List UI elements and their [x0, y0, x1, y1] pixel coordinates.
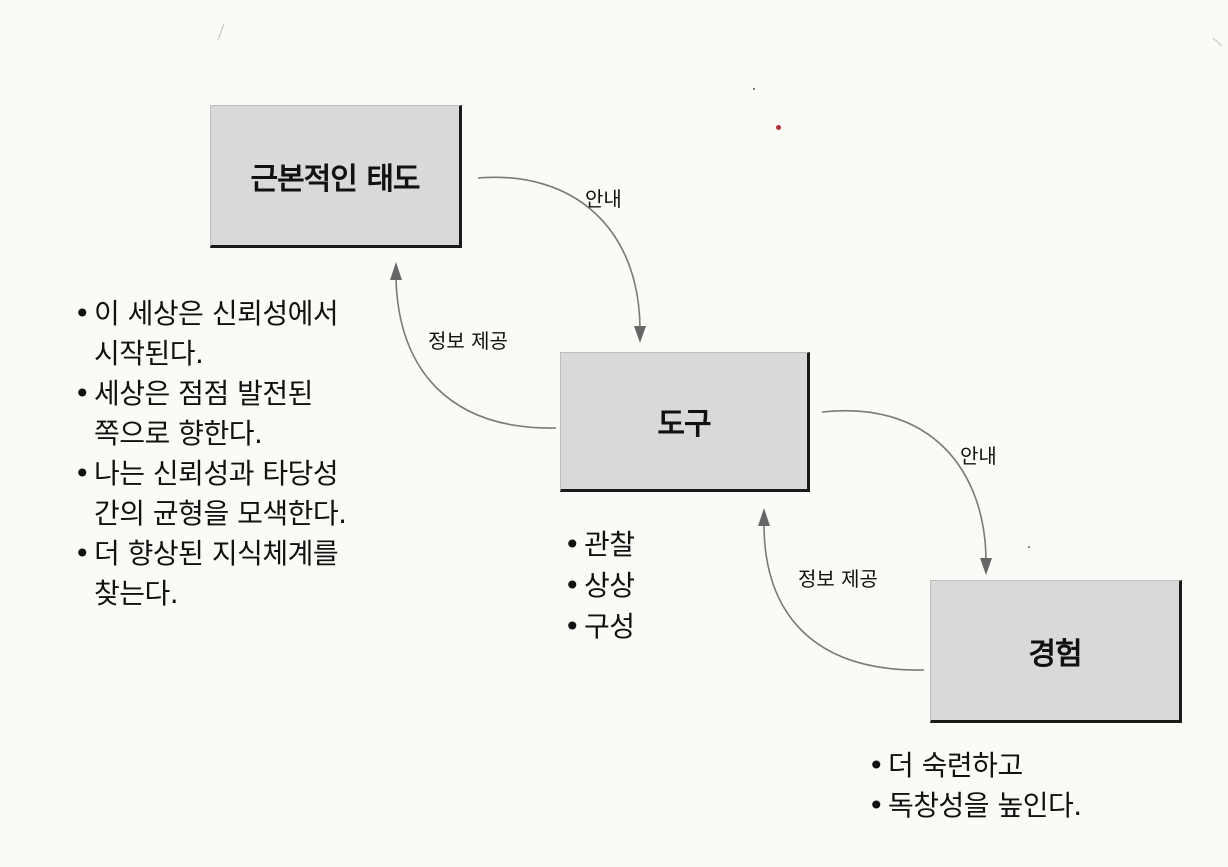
box-tool: 도구	[560, 352, 810, 492]
arrow-label-info-2: 정보 제공	[798, 567, 878, 591]
list-item-line: 나는 신뢰성과 타당성	[94, 457, 339, 490]
list-item: 더 숙련하고	[866, 746, 1082, 786]
list-item: 독창성을 높인다.	[866, 786, 1082, 826]
arrow-label-guide-1: 안내	[585, 187, 622, 211]
list-item-line: 쪽으로 향한다.	[94, 417, 263, 450]
list-item-line: 이 세상은 신뢰성에서	[94, 297, 339, 330]
arrowhead-info-1	[390, 262, 402, 280]
box-experience: 경험	[930, 580, 1182, 723]
scan-mark	[1212, 37, 1223, 47]
box-experience-label: 경험	[1028, 636, 1082, 672]
list-item: 상상	[562, 565, 635, 606]
list-item: 세상은 점점 발전된 쪽으로 향한다.	[72, 374, 347, 454]
list-item-line: 관찰	[584, 528, 635, 561]
arrowhead-guide-1	[634, 326, 646, 343]
list-item-line: 더 향상된 지식체계를	[94, 537, 339, 570]
list-item-line: 세상은 점점 발전된	[94, 377, 313, 410]
box-tool-label: 도구	[657, 407, 711, 442]
arrow-info-tool-to-attitude	[395, 277, 557, 429]
arrow-guide-attitude-to-tool	[477, 176, 641, 331]
arrow-label-info-1: 정보 제공	[428, 329, 508, 353]
arrow-label-guide-2: 안내	[960, 444, 997, 468]
list-item-line: 더 숙련하고	[888, 749, 1023, 782]
arrowhead-guide-2	[980, 558, 992, 575]
list-item-line: 찾는다.	[94, 577, 179, 610]
list-item: 이 세상은 신뢰성에서 시작된다.	[72, 294, 347, 374]
arrowhead-info-2	[758, 508, 770, 526]
attitude-bullet-list: 이 세상은 신뢰성에서 시작된다. 세상은 점점 발전된 쪽으로 향한다. 나는…	[72, 294, 347, 614]
list-item: 구성	[562, 606, 635, 647]
list-item-line: 독창성을 높인다.	[888, 789, 1082, 822]
list-item-line: 간의 균형을 모색한다.	[94, 497, 347, 530]
list-item-line: 상상	[584, 569, 635, 602]
list-item-line: 시작된다.	[94, 337, 204, 370]
list-item: 나는 신뢰성과 타당성 간의 균형을 모색한다.	[72, 454, 347, 534]
dust-speck	[1028, 546, 1030, 548]
scan-mark	[217, 23, 225, 41]
dust-speck	[753, 88, 755, 90]
list-item: 관찰	[562, 524, 635, 565]
list-item: 더 향상된 지식체계를 찾는다.	[72, 534, 347, 614]
box-fundamental-attitude-label: 근본적인 태도	[250, 161, 420, 197]
arrow-guide-tool-to-experience	[821, 409, 987, 563]
box-fundamental-attitude: 근본적인 태도	[210, 105, 462, 248]
list-item-line: 구성	[584, 610, 635, 643]
red-speck	[776, 125, 781, 130]
experience-bullet-list: 더 숙련하고 독창성을 높인다.	[866, 746, 1082, 826]
arrow-info-experience-to-tool	[763, 523, 925, 671]
tool-bullet-list: 관찰 상상 구성	[562, 524, 635, 647]
